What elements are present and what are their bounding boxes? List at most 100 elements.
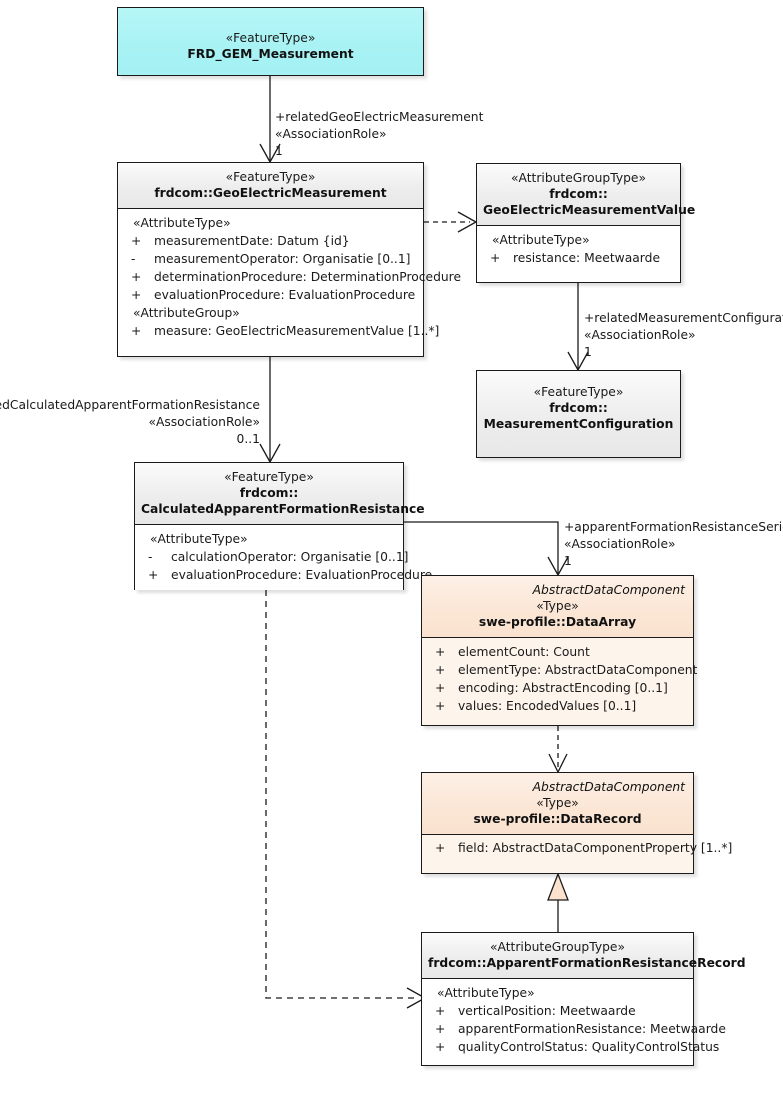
visibility-marker: +: [435, 841, 446, 855]
attribute-group-label: «AttributeType»: [492, 233, 590, 247]
edge-label-related-geoelectric-measurement-role: +relatedGeoElectricMeasurement: [275, 110, 484, 124]
visibility-marker: +: [435, 1004, 446, 1018]
class-name-line2: CalculatedApparentFormationResistance: [141, 502, 425, 516]
visibility-marker: -: [148, 550, 153, 564]
class-data-array[interactable]: AbstractDataComponent «Type» swe-profile…: [421, 575, 697, 726]
class-stereotype: «Type»: [536, 796, 579, 810]
attribute-text: qualityControlStatus: QualityControlStat…: [458, 1040, 720, 1054]
visibility-marker: +: [148, 568, 159, 582]
class-attributes-apparent-formation-resistance-record: «AttributeType» + verticalPosition: Meet…: [422, 979, 726, 1062]
attribute-text: verticalPosition: Meetwaarde: [458, 1004, 636, 1018]
attribute-row: + evaluationProcedure: EvaluationProcedu…: [139, 566, 432, 584]
edge-label-related-geoelectric-measurement-stereotype: «AssociationRole»: [275, 127, 387, 141]
attribute-group-label: «AttributeType»: [437, 986, 535, 1000]
class-name: frdcom::: [549, 401, 608, 415]
edge-mult-related-geoelectric-measurement: 1: [275, 144, 283, 158]
connector-dataarray-to-datarecord: [548, 726, 568, 774]
class-header-measurement-configuration: «FeatureType» frdcom:: MeasurementConfig…: [477, 371, 680, 457]
visibility-marker: +: [435, 699, 446, 713]
attribute-text: encoding: AbstractEncoding [0..1]: [458, 681, 668, 695]
class-header-data-record: AbstractDataComponent «Type» swe-profile…: [422, 773, 693, 835]
class-header-calculated-apparent-formation-resistance: «FeatureType» frdcom:: CalculatedApparen…: [135, 463, 425, 525]
class-attributes-calculated-apparent-formation-resistance: «AttributeType» - calculationOperator: O…: [135, 525, 432, 590]
visibility-marker: +: [435, 681, 446, 695]
class-name: swe-profile::DataArray: [478, 615, 637, 629]
abstract-classifier-tag: AbstractDataComponent: [532, 780, 685, 794]
class-apparent-formation-resistance-record[interactable]: «AttributeGroupType» frdcom::ApparentFor…: [421, 932, 746, 1066]
attribute-text: elementCount: Count: [458, 645, 590, 659]
connector-geoelectricmeasurement-to-calculated: [259, 357, 281, 464]
attribute-text: calculationOperator: Organisatie [0..1]: [171, 550, 409, 564]
attribute-row: + verticalPosition: Meetwaarde: [426, 1002, 689, 1020]
edge-mult-related-measurement-configuration: 1: [584, 345, 592, 359]
class-frd-gem-measurement[interactable]: «FeatureType» FRD_GEM_Measurement: [117, 7, 424, 76]
attribute-row: + measure: GeoElectricMeasurementValue […: [122, 322, 439, 340]
class-stereotype: «FeatureType»: [225, 170, 316, 184]
edge-label-apparent-formation-resistance-series-role: +apparentFormationResistanceSeries: [564, 520, 783, 534]
class-calculated-apparent-formation-resistance[interactable]: «FeatureType» frdcom:: CalculatedApparen…: [134, 462, 432, 590]
connector-calculated-to-record: [265, 590, 427, 1009]
class-header-data-array: AbstractDataComponent «Type» swe-profile…: [422, 576, 693, 638]
attribute-text: field: AbstractDataComponentProperty [1.…: [458, 841, 733, 855]
visibility-marker: +: [435, 1022, 446, 1036]
edge-label-related-measurement-configuration-role: +relatedMeasurementConfiguration: [584, 311, 783, 325]
class-measurement-configuration[interactable]: «FeatureType» frdcom:: MeasurementConfig…: [476, 370, 681, 458]
class-data-record[interactable]: AbstractDataComponent «Type» swe-profile…: [421, 772, 732, 874]
class-name-line2: GeoElectricMeasurementValue: [483, 203, 696, 217]
visibility-marker: +: [131, 288, 142, 302]
edge-label-apparent-formation-resistance-series-stereotype: «AssociationRole»: [564, 537, 676, 551]
class-attributes-geoelectric-measurement: «AttributeType» + measurementDate: Datum…: [118, 209, 461, 346]
attribute-row: + measurementDate: Datum {id}: [122, 232, 419, 250]
class-name: FRD_GEM_Measurement: [187, 47, 354, 61]
attribute-row: + elementType: AbstractDataComponent: [426, 661, 697, 679]
attribute-text: evaluationProcedure: EvaluationProcedure: [154, 288, 416, 302]
attribute-row: + apparentFormationResistance: Meetwaard…: [426, 1020, 726, 1038]
attribute-row: + resistance: Meetwaarde: [481, 249, 676, 267]
class-attributes-data-array: + elementCount: Count + elementType: Abs…: [422, 638, 697, 721]
attribute-row: + values: EncodedValues [0..1]: [426, 697, 689, 715]
class-attributes-geoelectric-measurement-value: «AttributeType» + resistance: Meetwaarde: [477, 226, 680, 273]
class-attributes-data-record: + field: AbstractDataComponentProperty […: [422, 835, 732, 863]
abstract-classifier-tag: AbstractDataComponent: [532, 583, 685, 597]
class-geoelectric-measurement[interactable]: «FeatureType» frdcom::GeoElectricMeasure…: [117, 162, 461, 357]
attribute-text: evaluationProcedure: EvaluationProcedure: [171, 568, 433, 582]
class-stereotype: «Type»: [536, 599, 579, 613]
class-header-geoelectric-measurement-value: «AttributeGroupType» frdcom:: GeoElectri…: [477, 164, 696, 226]
edge-mult-apparent-formation-resistance-series: 1: [564, 554, 572, 568]
attribute-text: measurementOperator: Organisatie [0..1]: [154, 252, 411, 266]
connector-geoelectricmeasurement-to-value: [424, 211, 478, 233]
class-name: frdcom::ApparentFormationResistanceRecor…: [428, 956, 746, 970]
connector-record-generalization-to-datarecord: [547, 872, 569, 932]
visibility-marker: +: [435, 663, 446, 677]
visibility-marker: +: [435, 645, 446, 659]
class-name-line2: MeasurementConfiguration: [483, 417, 674, 431]
attribute-row: + encoding: AbstractEncoding [0..1]: [426, 679, 689, 697]
class-stereotype: «FeatureType»: [224, 470, 314, 484]
attribute-text: resistance: Meetwaarde: [513, 251, 661, 265]
attribute-text: determinationProcedure: DeterminationPro…: [154, 270, 462, 284]
class-name: frdcom::: [549, 187, 608, 201]
class-geoelectric-measurement-value[interactable]: «AttributeGroupType» frdcom:: GeoElectri…: [476, 163, 696, 283]
class-name: frdcom::GeoElectricMeasurement: [154, 186, 387, 200]
attribute-text: measurementDate: Datum {id}: [154, 234, 350, 248]
visibility-marker: +: [435, 1040, 446, 1054]
attribute-row: - calculationOperator: Organisatie [0..1…: [139, 548, 408, 566]
attribute-row: + qualityControlStatus: QualityControlSt…: [426, 1038, 719, 1056]
edge-mult-related-calculated-apparent-formation-resistance: 0..1: [236, 432, 260, 446]
class-header-apparent-formation-resistance-record: «AttributeGroupType» frdcom::ApparentFor…: [422, 933, 746, 979]
class-stereotype: «AttributeGroupType»: [510, 171, 647, 185]
class-header-frd-gem-measurement: «FeatureType» FRD_GEM_Measurement: [118, 8, 423, 75]
attribute-text: elementType: AbstractDataComponent: [458, 663, 698, 677]
class-stereotype: «AttributeGroupType»: [489, 940, 626, 954]
edge-label-related-calculated-apparent-formation-resistance-stereotype: «AssociationRole»: [148, 415, 260, 429]
attribute-group-label: «AttributeType»: [133, 216, 231, 230]
attribute-text: apparentFormationResistance: Meetwaarde: [458, 1022, 726, 1036]
attribute-text: values: EncodedValues [0..1]: [458, 699, 637, 713]
attribute-row: + evaluationProcedure: EvaluationProcedu…: [122, 286, 419, 304]
edge-label-related-calculated-apparent-formation-resistance-role: +relatedCalculatedApparentFormationResis…: [0, 398, 260, 412]
class-stereotype: «FeatureType»: [533, 385, 624, 399]
attribute-row: - measurementOperator: Organisatie [0..1…: [122, 250, 419, 268]
class-header-geoelectric-measurement: «FeatureType» frdcom::GeoElectricMeasure…: [118, 163, 423, 209]
class-stereotype: «FeatureType»: [225, 31, 316, 45]
